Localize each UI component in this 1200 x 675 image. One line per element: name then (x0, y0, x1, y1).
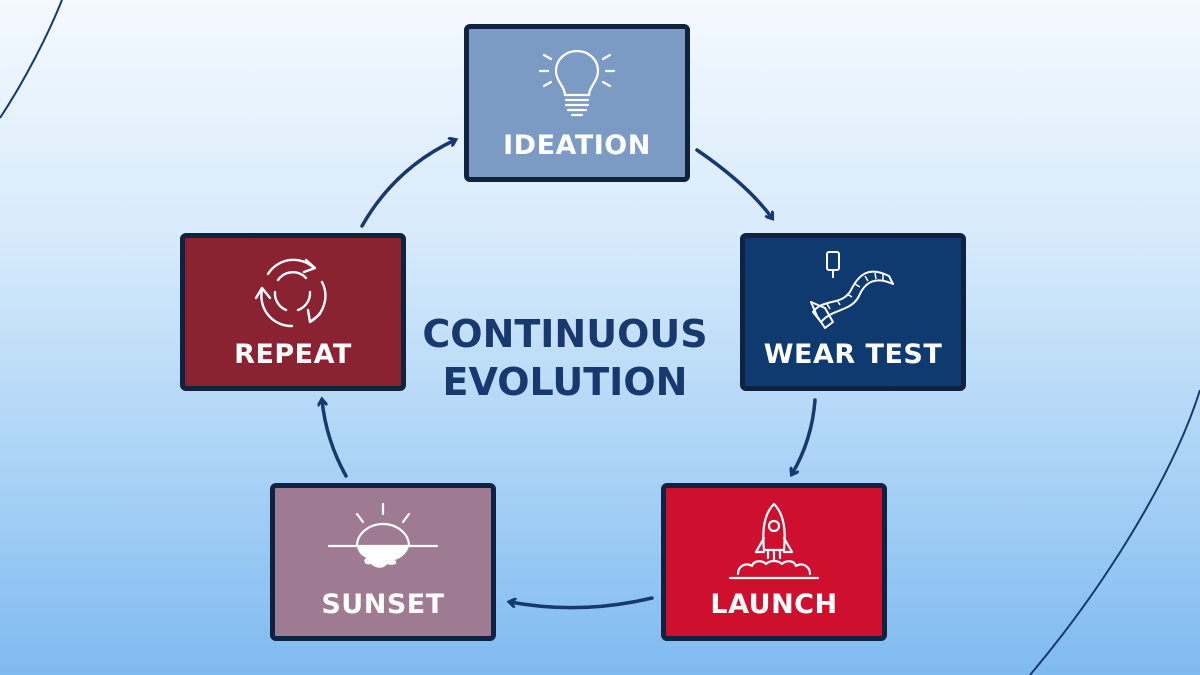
stage-label-repeat: REPEAT (234, 339, 352, 370)
arrow-sunset-to-repeat (322, 400, 348, 478)
background-curve-left (0, 0, 63, 119)
stage-sunset: SUNSET (270, 483, 496, 641)
stage-repeat: REPEAT (180, 233, 406, 391)
stage-wear-test: WEAR TEST (740, 233, 966, 391)
stage-label-launch: LAUNCH (710, 589, 838, 620)
stage-label-wear-test: WEAR TEST (763, 339, 943, 370)
arrow-wear-test-to-launch (792, 398, 817, 474)
center-title-line1: CONTINUOUS (422, 312, 708, 356)
rocket-icon (728, 502, 820, 580)
arrow-ideation-to-wear-test (695, 148, 772, 218)
center-title: CONTINUOUS EVOLUTION (400, 310, 730, 406)
center-title-line2: EVOLUTION (442, 360, 688, 404)
sunset-icon (327, 502, 439, 568)
background-curve-right (1029, 389, 1200, 675)
stage-ideation: IDEATION (464, 24, 690, 182)
stage-launch: LAUNCH (661, 483, 887, 641)
stage-label-sunset: SUNSET (321, 589, 445, 620)
cycle-arrows-icon (254, 258, 327, 328)
arrow-repeat-to-ideation (360, 140, 455, 228)
arrow-launch-to-sunset (510, 596, 654, 610)
lightbulb-icon (538, 49, 616, 117)
stage-label-ideation: IDEATION (503, 130, 651, 161)
measuring-tape-icon (810, 251, 894, 329)
